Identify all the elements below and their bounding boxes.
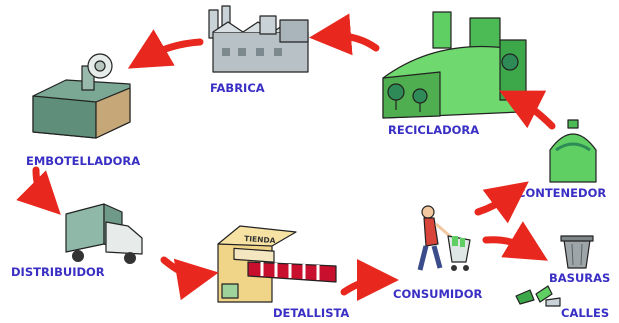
arrow-embotelladora-to-distribuidor: [16, 166, 61, 215]
label-basuras: BASURAS: [549, 271, 610, 285]
label-contenedor: CONTENEDOR: [517, 186, 606, 200]
arrow-contenedor-to-recicladora: [499, 90, 556, 130]
trash-can-illustration: [560, 235, 594, 269]
truck-illustration: [65, 203, 143, 264]
container-illustration: [549, 119, 597, 183]
label-embotelladora: EMBOTELLADORA: [26, 154, 140, 168]
recycling-plant-illustration: [382, 11, 527, 119]
arrow-fabrica-to-embotelladora: [127, 29, 204, 69]
factory-illustration: [208, 5, 309, 73]
litter-illustration: [515, 285, 561, 307]
shop-sign-text: TIENDA: [244, 234, 276, 245]
label-recicladora: RECICLADORA: [388, 123, 479, 137]
arrow-detallista-to-consumidor: [340, 259, 399, 302]
arrow-distribuidor-to-detallista: [160, 256, 219, 301]
shop-illustration: [217, 225, 337, 303]
consumer-illustration: [417, 205, 471, 271]
label-calles: CALLES: [561, 306, 609, 320]
arrow-consumidor-to-basuras: [482, 221, 549, 261]
label-detallista: DETALLISTA: [273, 306, 349, 320]
arrow-consumidor-to-contenedor: [474, 181, 529, 224]
label-fabrica: FABRICA: [210, 81, 265, 95]
label-distribuidor: DISTRIBUIDOR: [11, 265, 105, 279]
label-consumidor: CONSUMIDOR: [393, 287, 483, 301]
bottling-plant-illustration: [32, 53, 131, 139]
arrow-recicladora-to-fabrica: [309, 13, 380, 56]
